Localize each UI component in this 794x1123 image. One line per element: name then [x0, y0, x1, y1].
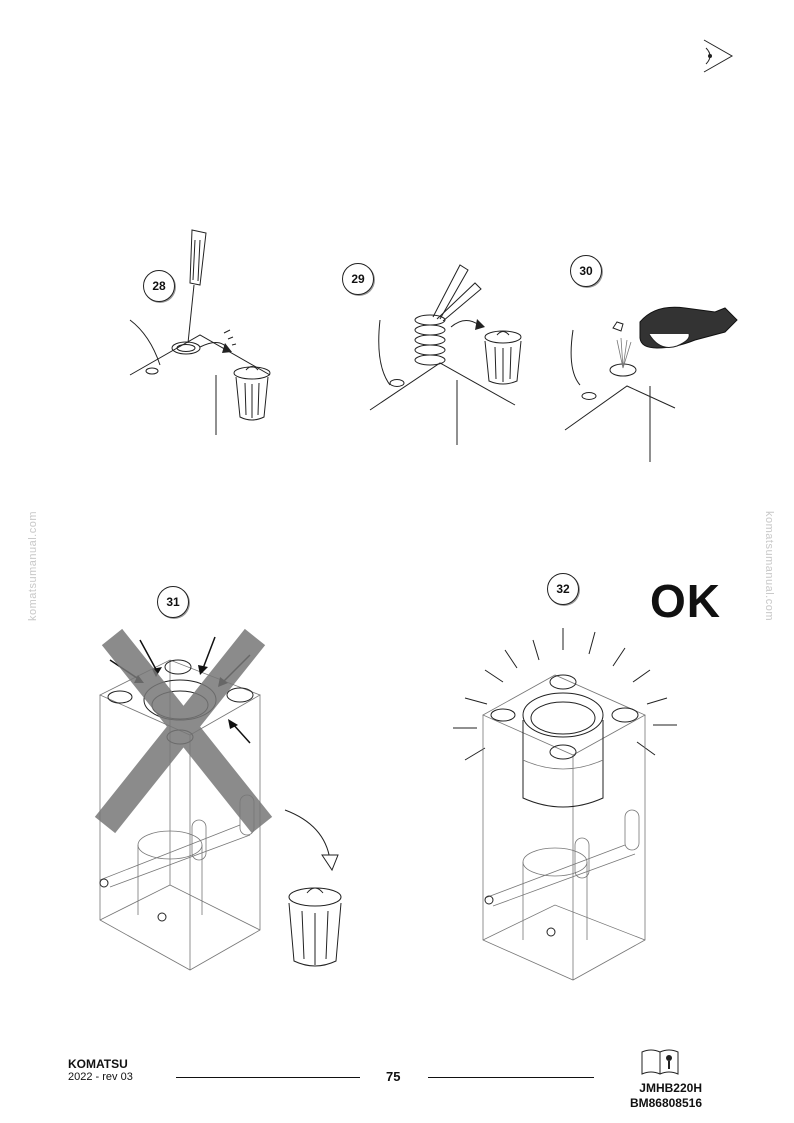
hand-cloth-icon — [639, 306, 738, 349]
illustration-step-28 — [129, 229, 271, 435]
trash-bin-icon — [233, 366, 271, 421]
footer-rule-right — [428, 1077, 594, 1078]
step-number-32: 32 — [547, 573, 579, 605]
footer-rule-left — [176, 1077, 360, 1078]
screwdriver-icon — [187, 229, 207, 344]
step-number-30: 30 — [570, 255, 602, 287]
illustration-step-32 — [453, 628, 677, 981]
watermark-left: komatsumanual.com — [27, 511, 39, 621]
manual-book-icon — [641, 1049, 679, 1075]
trash-bin-icon — [484, 330, 522, 385]
trash-bin-icon — [288, 887, 342, 967]
document-code: BM86808516 — [629, 1096, 702, 1110]
footer-revision: 2022 - rev 03 — [68, 1071, 133, 1083]
step-number-28: 28 — [143, 270, 175, 302]
illustration-step-29 — [369, 264, 522, 445]
eye-icon — [703, 39, 734, 73]
ok-label: OK — [650, 575, 721, 627]
model-code: JMHB220H — [639, 1081, 702, 1095]
watermark-right: komatsumanual.com — [763, 511, 775, 621]
illustration-step-31 — [94, 628, 342, 971]
illustration-step-30 — [564, 306, 738, 462]
step-number-31: 31 — [157, 586, 189, 618]
page-number: 75 — [386, 1069, 401, 1084]
pliers-icon — [432, 264, 482, 322]
footer-brand: KOMATSU — [68, 1057, 128, 1071]
step-number-29: 29 — [342, 263, 374, 295]
